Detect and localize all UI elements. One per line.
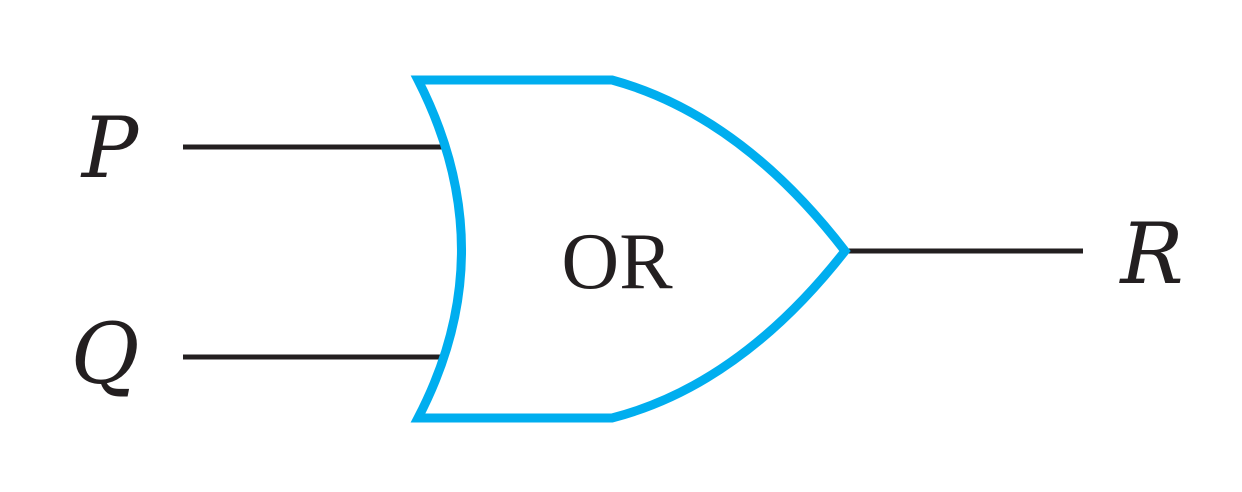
output-label-r: R <box>1118 205 1183 303</box>
input-label-p: P <box>80 99 140 197</box>
gate-label: OR <box>561 218 673 306</box>
or-gate-symbol <box>410 75 851 423</box>
input-label-q: Q <box>71 305 140 403</box>
